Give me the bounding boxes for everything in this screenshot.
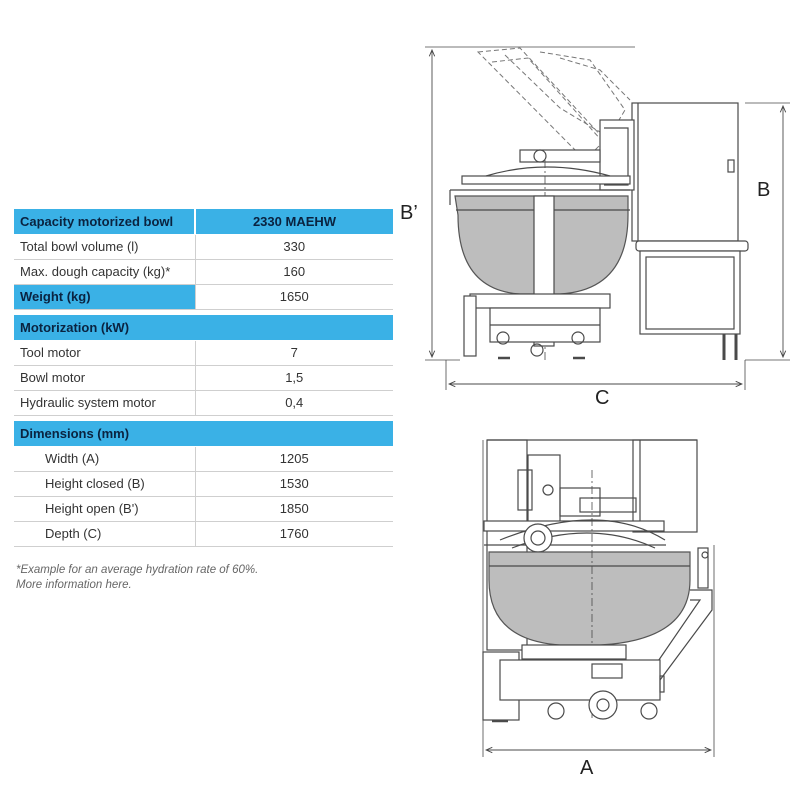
dimension-label-a: A <box>580 757 594 779</box>
side-view-drawing <box>425 46 790 390</box>
footnote: *Example for an average hydration rate o… <box>16 563 258 593</box>
row-label: Tool motor <box>14 340 195 366</box>
dimension-label-b: B <box>757 179 770 201</box>
row-label: Height open (B') <box>14 496 195 522</box>
motorization-header-row: Motorization (kW) <box>14 315 393 341</box>
weight-row: Weight (kg) 1650 <box>14 284 393 310</box>
front-view-drawing <box>482 439 715 757</box>
footnote-more-info-link[interactable]: More information here. <box>16 579 132 591</box>
row-value: 1205 <box>194 446 393 472</box>
row-value: 1,5 <box>194 365 393 391</box>
dimension-label-b-prime: B’ <box>400 202 418 224</box>
dimensions-header-label: Dimensions (mm) <box>14 421 393 447</box>
footnote-hydration: *Example for an average hydration rate o… <box>16 564 259 576</box>
row-value: 1530 <box>194 471 393 497</box>
dimensions-header-row: Dimensions (mm) <box>14 421 393 447</box>
row-label: Depth (C) <box>14 521 195 547</box>
table-row: Max. dough capacity (kg)* 160 <box>14 259 393 285</box>
table-row: Tool motor 7 <box>14 340 393 366</box>
table-row: Bowl motor 1,5 <box>14 365 393 391</box>
row-label: Height closed (B) <box>14 471 195 497</box>
model-name: 2330 MAEHW <box>194 209 393 235</box>
row-value: 160 <box>194 259 393 285</box>
table-row: Total bowl volume (l) 330 <box>14 234 393 260</box>
row-value: 0,4 <box>194 390 393 416</box>
motorization-header-label: Motorization (kW) <box>14 315 393 341</box>
dimension-label-c: C <box>595 387 609 409</box>
row-label: Width (A) <box>14 446 195 472</box>
table-row: Height open (B') 1850 <box>14 496 393 522</box>
table-row: Height closed (B) 1530 <box>14 471 393 497</box>
weight-label: Weight (kg) <box>14 284 195 310</box>
spec-table: Capacity motorized bowl 2330 MAEHW Total… <box>14 209 393 547</box>
table-row: Hydraulic system motor 0,4 <box>14 390 393 416</box>
row-label: Total bowl volume (l) <box>14 234 195 260</box>
row-label: Max. dough capacity (kg)* <box>14 259 195 285</box>
capacity-header-label: Capacity motorized bowl <box>14 209 195 235</box>
weight-value: 1650 <box>194 284 393 310</box>
row-value: 330 <box>194 234 393 260</box>
row-label: Hydraulic system motor <box>14 390 195 416</box>
row-value: 7 <box>194 340 393 366</box>
table-row: Depth (C) 1760 <box>14 521 393 547</box>
table-row: Width (A) 1205 <box>14 446 393 472</box>
row-label: Bowl motor <box>14 365 195 391</box>
row-value: 1850 <box>194 496 393 522</box>
row-value: 1760 <box>194 521 393 547</box>
capacity-header-row: Capacity motorized bowl 2330 MAEHW <box>14 209 393 235</box>
